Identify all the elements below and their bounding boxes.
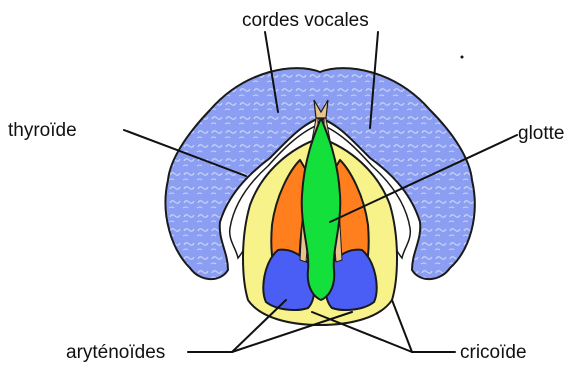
- label-glotte: glotte: [518, 123, 564, 144]
- label-cricoide: cricoïde: [460, 342, 527, 363]
- label-arytenoides: aryténoïdes: [66, 342, 165, 363]
- stray-dot: [461, 56, 464, 59]
- label-thyroide: thyroïde: [8, 120, 77, 141]
- label-cordes-vocales: cordes vocales: [242, 10, 369, 31]
